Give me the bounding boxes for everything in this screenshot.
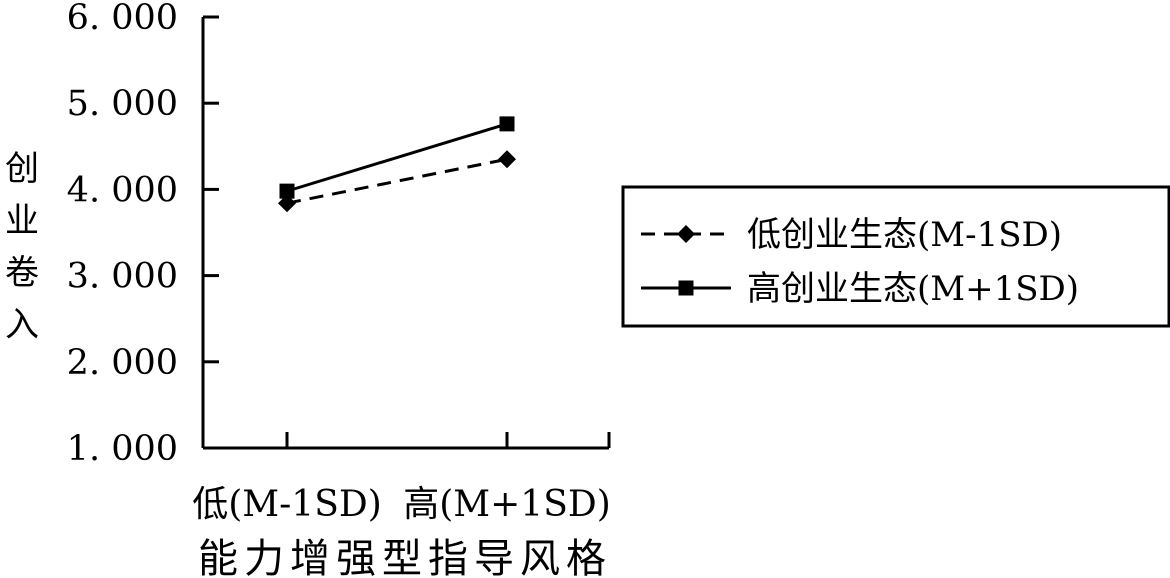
x-tick-label: 低(M-1SD) bbox=[192, 484, 382, 525]
y-tick-label: 2. 000 bbox=[67, 343, 178, 383]
legend-label: 高创业生态(M+1SD) bbox=[747, 269, 1079, 309]
y-tick-label: 4. 000 bbox=[67, 170, 178, 210]
legend-item: 高创业生态(M+1SD) bbox=[641, 269, 1079, 309]
square-marker bbox=[499, 116, 515, 132]
square-marker bbox=[279, 183, 295, 199]
legend-box bbox=[621, 185, 1170, 328]
y-tick-label: 5. 000 bbox=[67, 84, 178, 124]
legend-item: 低创业生态(M-1SD) bbox=[641, 215, 1062, 255]
y-tick-label: 3. 000 bbox=[67, 257, 178, 297]
y-axis-ticks: 1. 000 2. 000 3. 000 4. 000 5. 000 6. 000 bbox=[67, 0, 219, 469]
series-2 bbox=[279, 116, 515, 199]
axes bbox=[201, 17, 609, 450]
series-line bbox=[286, 157, 508, 205]
series-line bbox=[286, 122, 508, 193]
legend: 低创业生态(M-1SD) 高创业生态(M+1SD) bbox=[621, 185, 1170, 328]
x-axis-ticks: 低(M-1SD) 高(M+1SD) bbox=[192, 432, 611, 525]
diamond-marker bbox=[278, 194, 296, 213]
x-tick-label: 高(M+1SD) bbox=[403, 484, 611, 525]
x-axis-label: 能力增强型指导风格 bbox=[198, 536, 612, 578]
series-layer bbox=[278, 116, 516, 213]
y-tick-label: 6. 000 bbox=[67, 0, 178, 38]
series-1 bbox=[278, 150, 516, 213]
legend-marker bbox=[677, 225, 695, 243]
y-axis-label: 创业卷入 bbox=[5, 149, 39, 345]
legend-marker bbox=[678, 280, 694, 296]
diamond-marker bbox=[498, 150, 516, 169]
y-tick-label: 1. 000 bbox=[67, 429, 178, 469]
legend-label: 低创业生态(M-1SD) bbox=[747, 215, 1062, 255]
